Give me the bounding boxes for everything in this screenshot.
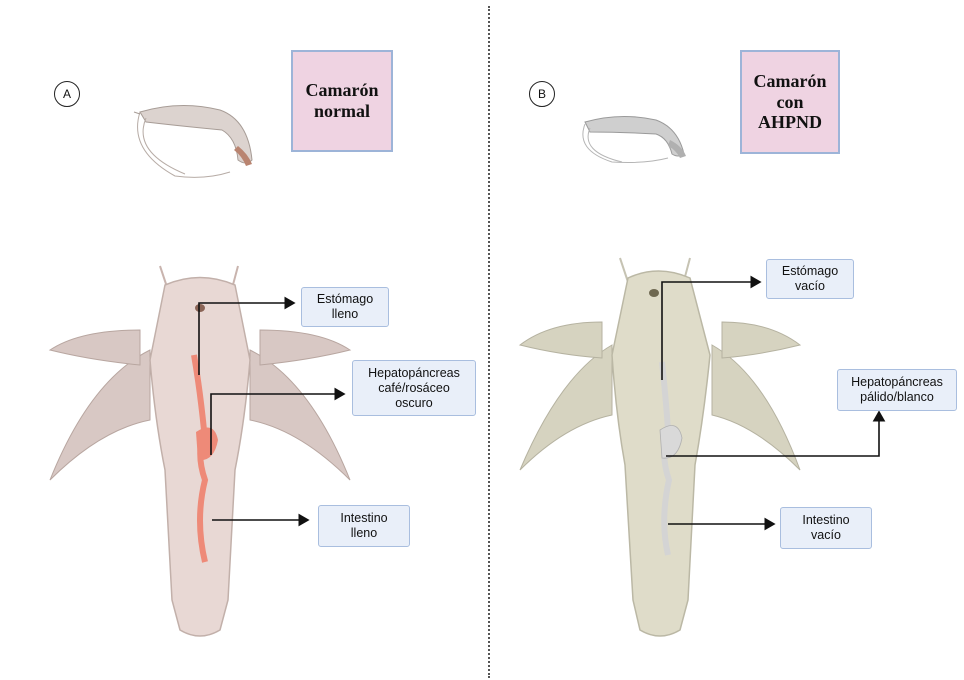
small-shrimp-normal-icon xyxy=(134,105,252,177)
label-hepatopancreas-dark: Hepatopáncreas café/rosáceo oscuro xyxy=(352,360,476,416)
label-stomach-empty: Estómago vacío xyxy=(766,259,854,299)
small-shrimp-ahpnd-icon xyxy=(583,116,686,162)
label-hepatopancreas-pale: Hepatopáncreas pálido/blanco xyxy=(837,369,957,411)
label-intestine-empty: Intestino vacío xyxy=(780,507,872,549)
label-intestine-full: Intestino lleno xyxy=(318,505,410,547)
shrimp-body-ahpnd xyxy=(520,258,800,636)
label-stomach-full: Estómago lleno xyxy=(301,287,389,327)
